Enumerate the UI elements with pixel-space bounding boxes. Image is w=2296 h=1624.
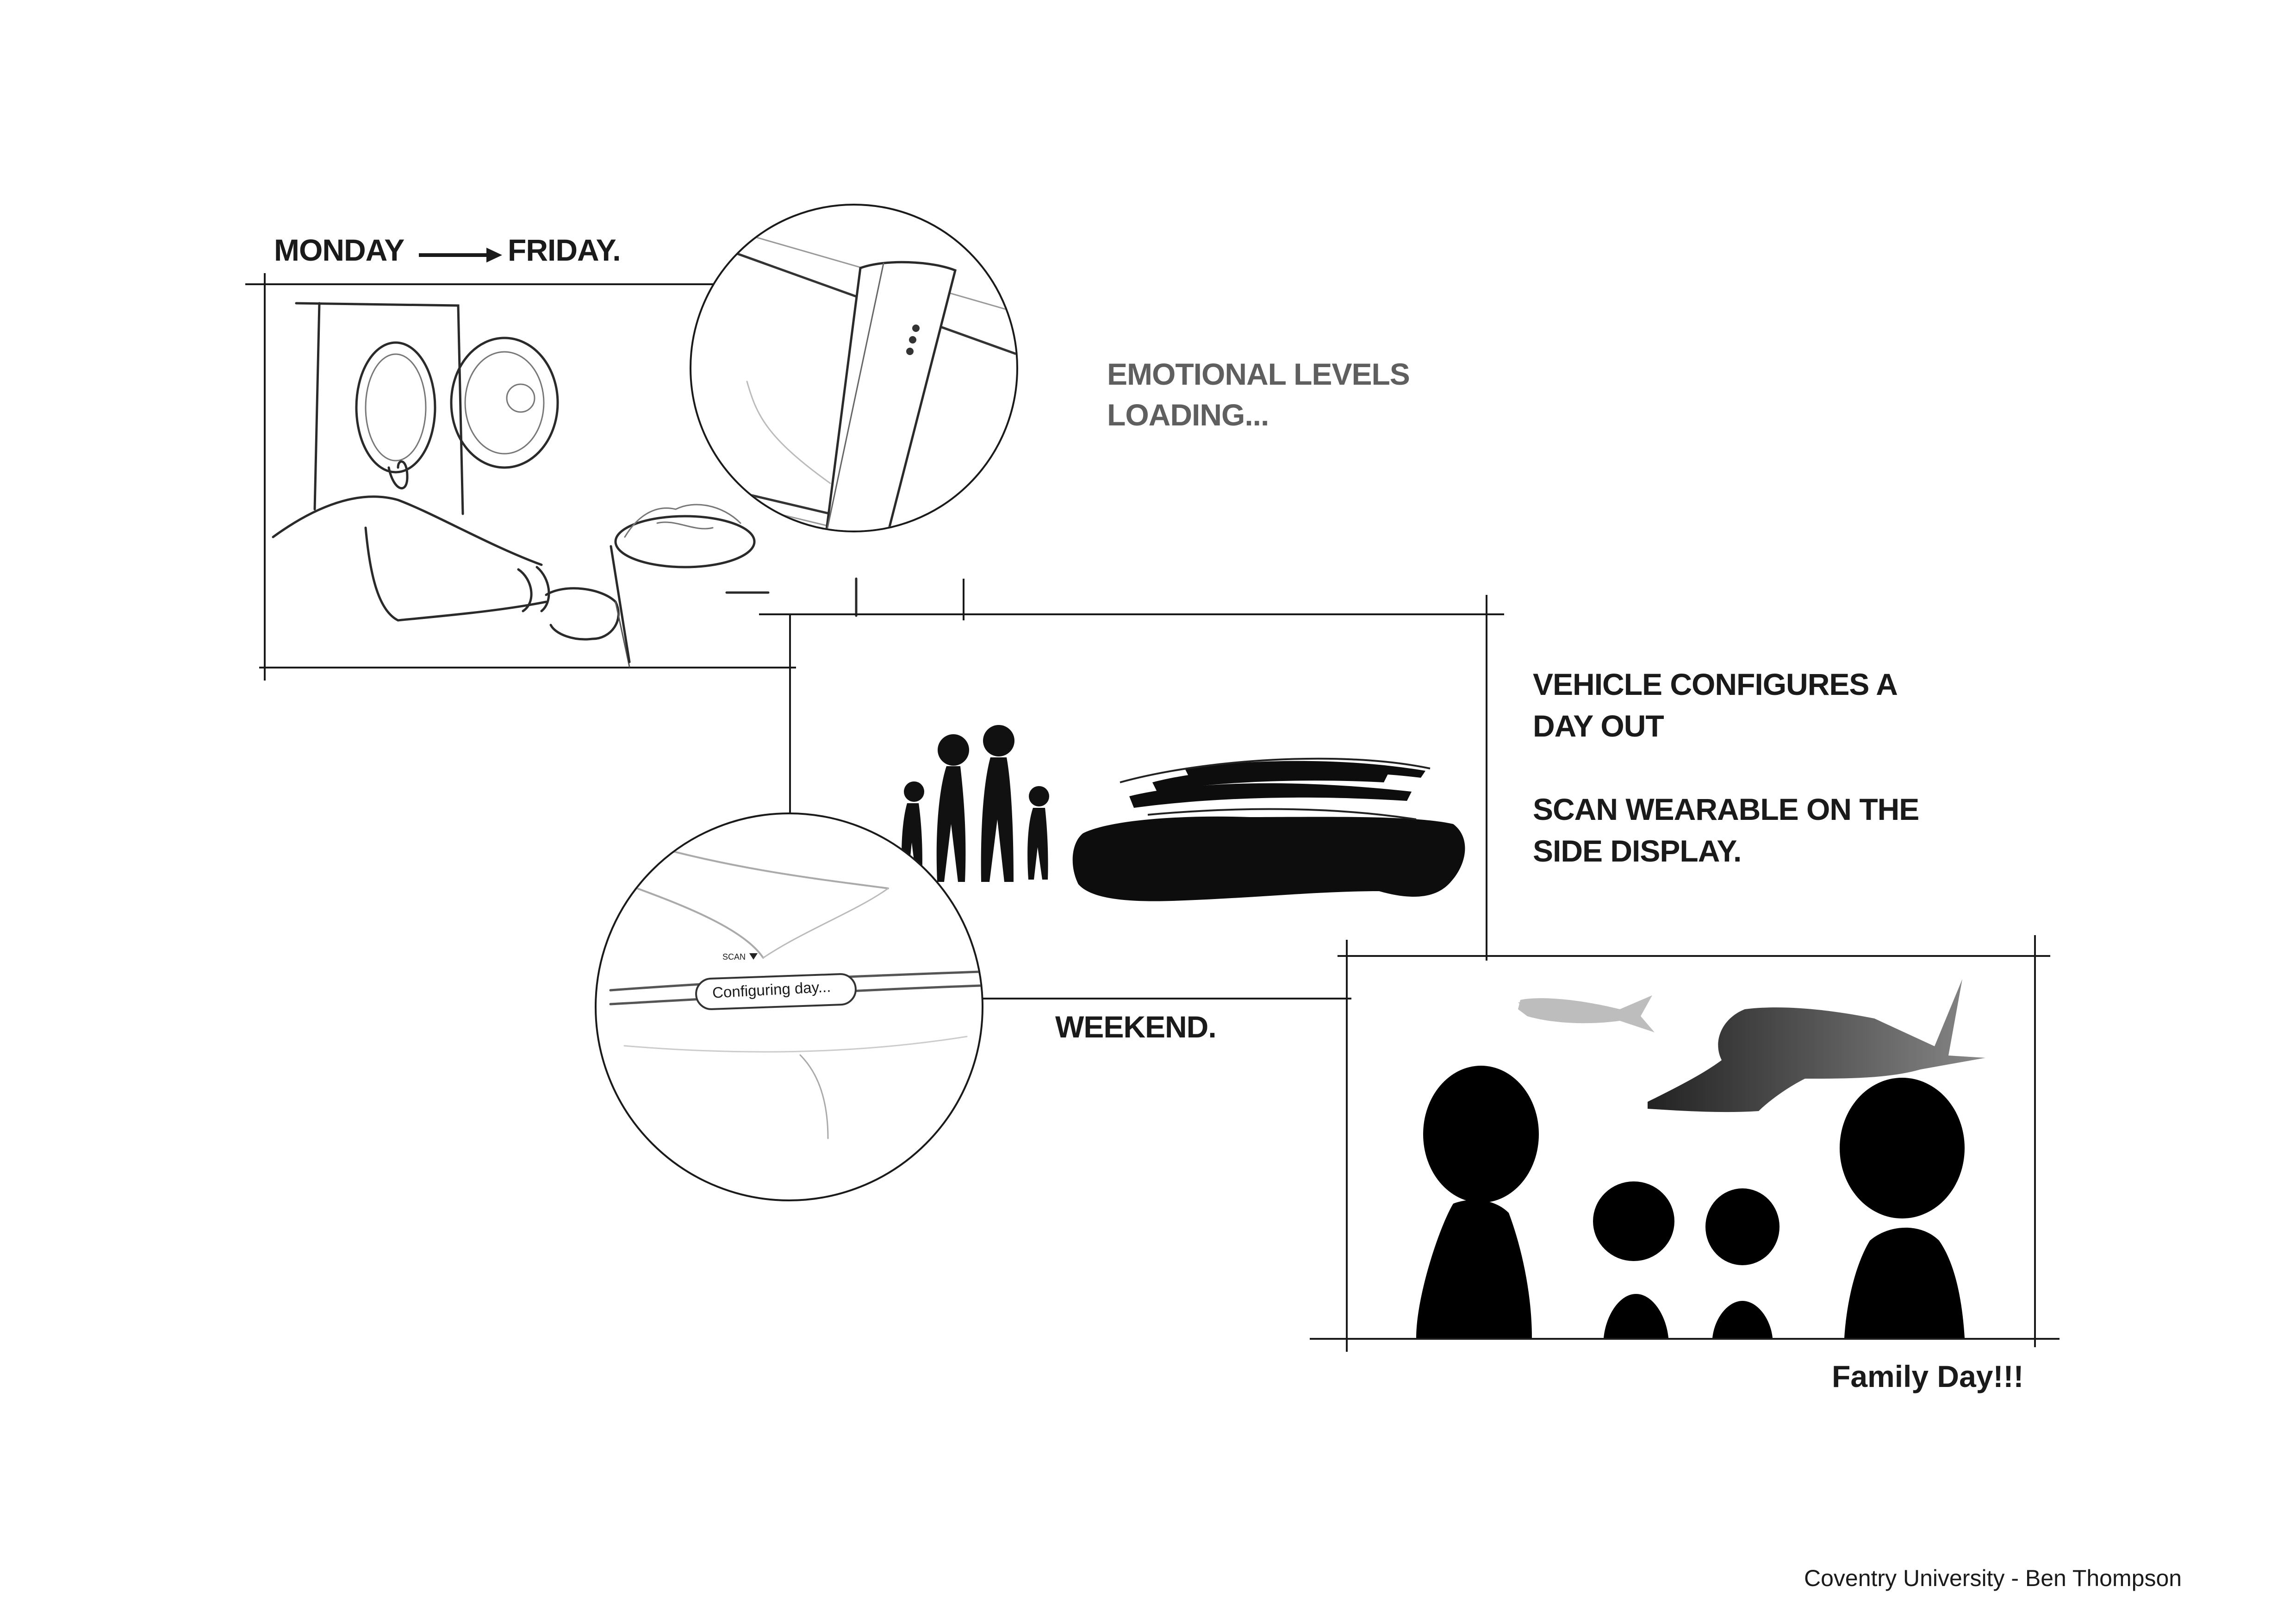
frame-line bbox=[789, 613, 791, 817]
scan-line1: SCAN WEARABLE ON THE bbox=[1533, 792, 1919, 826]
wearable-band-icon bbox=[699, 232, 1016, 531]
side-display-zoom-circle: SCAN Configuring day... bbox=[595, 812, 983, 1201]
heading-end: FRIDAY. bbox=[508, 233, 621, 267]
scan-triangle-icon bbox=[749, 953, 758, 960]
heading-start: MONDAY bbox=[274, 233, 404, 267]
shark-icon bbox=[1648, 979, 1985, 1112]
frame-line bbox=[264, 273, 266, 681]
frame-line bbox=[259, 667, 796, 668]
frame-line bbox=[1310, 1338, 2060, 1340]
shark-icon bbox=[1518, 995, 1655, 1032]
frame-line bbox=[963, 579, 964, 620]
vehicle-line2: DAY OUT bbox=[1533, 709, 1664, 743]
credit-text: Coventry University - Ben Thompson bbox=[1804, 1565, 2182, 1591]
wearable-zoom-circle bbox=[690, 204, 1018, 532]
frame-line bbox=[1338, 955, 2050, 957]
frame-line bbox=[981, 998, 1351, 999]
scan-line2: SIDE DISPLAY. bbox=[1533, 834, 1742, 868]
scan-tag: SCAN bbox=[722, 952, 746, 962]
frame-line bbox=[2034, 935, 2036, 1347]
emotional-levels-line1: EMOTIONAL LEVELS bbox=[1107, 357, 1410, 391]
arrow-right-icon bbox=[419, 248, 502, 262]
side-display-sketch bbox=[609, 841, 982, 1139]
family-day-caption: Family Day!!! bbox=[1832, 1359, 2024, 1393]
weekend-label: WEEKEND. bbox=[1055, 1010, 1217, 1044]
frame-line bbox=[1486, 595, 1487, 961]
frame-line bbox=[245, 283, 977, 285]
frame-line bbox=[759, 613, 1504, 615]
emotional-levels-line2: LOADING... bbox=[1107, 398, 1269, 432]
vehicle-line1: VEHICLE CONFIGURES A bbox=[1533, 667, 1898, 701]
frame-line bbox=[1346, 940, 1348, 1352]
